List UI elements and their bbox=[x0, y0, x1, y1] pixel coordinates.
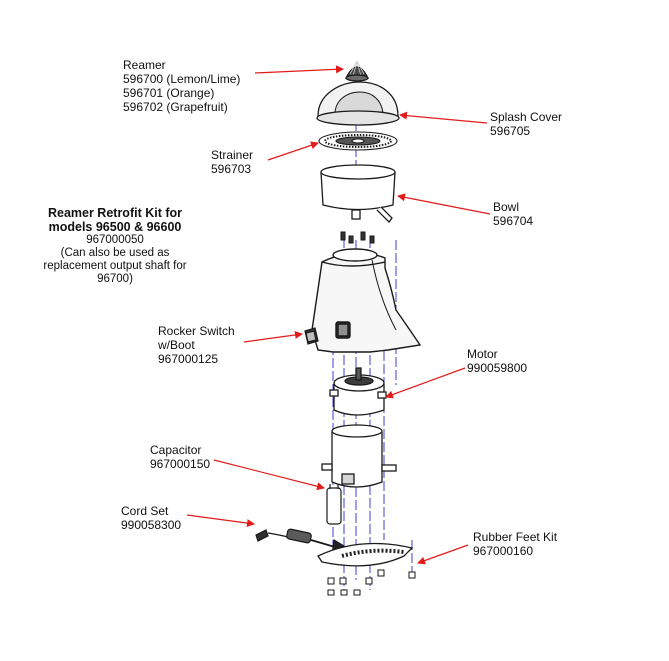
capacitor-part: 967000150 bbox=[150, 457, 211, 471]
rocker-switch-arrow bbox=[243, 330, 303, 343]
capacitor-label: Capacitor 967000150 bbox=[150, 443, 210, 471]
strainer-arrow bbox=[267, 141, 319, 161]
capacitor-arrow bbox=[213, 459, 325, 491]
retrofit-kit-title-1: Reamer Retrofit Kit for bbox=[47, 206, 183, 220]
motor-part bbox=[329, 367, 387, 416]
reamer-arrow bbox=[254, 65, 344, 74]
reamer-part bbox=[345, 60, 369, 82]
rocker-switch-part: 967000125 bbox=[158, 352, 219, 366]
screws-part bbox=[340, 231, 375, 244]
splash-cover-label: Splash Cover 596705 bbox=[490, 110, 562, 138]
splash-cover-part bbox=[316, 81, 400, 126]
retrofit-kit-label: Reamer Retrofit Kit for models 96500 & 9… bbox=[22, 206, 208, 286]
base-chassis-part bbox=[321, 424, 397, 488]
bowl-part bbox=[320, 164, 396, 223]
reamer-part-grapefruit: 596702 (Grapefruit) bbox=[123, 100, 228, 114]
rocker-switch-title: Rocker Switch bbox=[158, 324, 235, 338]
cord-set-title: Cord Set bbox=[121, 504, 169, 518]
retrofit-kit-note-3: 96700) bbox=[97, 273, 133, 285]
cord-set-arrow bbox=[186, 514, 255, 528]
bowl-arrow bbox=[397, 193, 491, 215]
cord-set-part: 990058300 bbox=[121, 518, 182, 532]
reamer-title: Reamer bbox=[123, 58, 166, 72]
retrofit-kit-part: 967000050 bbox=[86, 234, 144, 246]
cord-set-label: Cord Set 990058300 bbox=[121, 504, 181, 532]
rubber-feet-title: Rubber Feet Kit bbox=[473, 530, 558, 544]
retrofit-kit-title-2: models 96500 & 96600 bbox=[48, 220, 182, 234]
capacitor-part bbox=[326, 484, 342, 525]
retrofit-kit-note-2: replacement output shaft for bbox=[43, 260, 187, 272]
rocker-switch-subtitle: w/Boot bbox=[158, 338, 195, 352]
reamer-part-lemon: 596700 (Lemon/Lime) bbox=[123, 72, 241, 86]
capacitor-title: Capacitor bbox=[150, 443, 202, 457]
rubber-feet-part bbox=[327, 569, 416, 596]
reamer-part-orange: 596701 (Orange) bbox=[123, 86, 215, 100]
bowl-label: Bowl 596704 bbox=[493, 200, 533, 228]
motor-title: Motor bbox=[467, 347, 498, 361]
rocker-switch-part bbox=[304, 327, 319, 345]
strainer-label: Strainer 596703 bbox=[211, 148, 253, 176]
rocker-switch-label: Rocker Switch w/Boot 967000125 bbox=[158, 324, 235, 366]
strainer-part bbox=[318, 131, 398, 151]
splash-cover-title: Splash Cover bbox=[490, 110, 563, 124]
rubber-feet-part: 967000160 bbox=[473, 544, 534, 558]
splash-cover-part: 596705 bbox=[490, 124, 531, 138]
rubber-feet-arrow bbox=[417, 544, 469, 565]
splash-cover-arrow bbox=[399, 111, 488, 124]
motor-arrow bbox=[385, 367, 466, 399]
strainer-title: Strainer bbox=[211, 148, 254, 162]
motor-part: 990059800 bbox=[467, 361, 528, 375]
bowl-title: Bowl bbox=[493, 200, 520, 214]
strainer-part: 596703 bbox=[211, 162, 252, 176]
retrofit-kit-note-1: (Can also be used as bbox=[60, 247, 170, 259]
base-plate-part bbox=[317, 542, 414, 567]
bowl-part: 596704 bbox=[493, 214, 534, 228]
reamer-label: Reamer 596700 (Lemon/Lime) 596701 (Orang… bbox=[123, 58, 240, 114]
rubber-feet-label: Rubber Feet Kit 967000160 bbox=[473, 530, 557, 558]
motor-label: Motor 990059800 bbox=[467, 347, 527, 375]
leader-arrows bbox=[186, 65, 491, 565]
housing-part bbox=[311, 248, 422, 353]
